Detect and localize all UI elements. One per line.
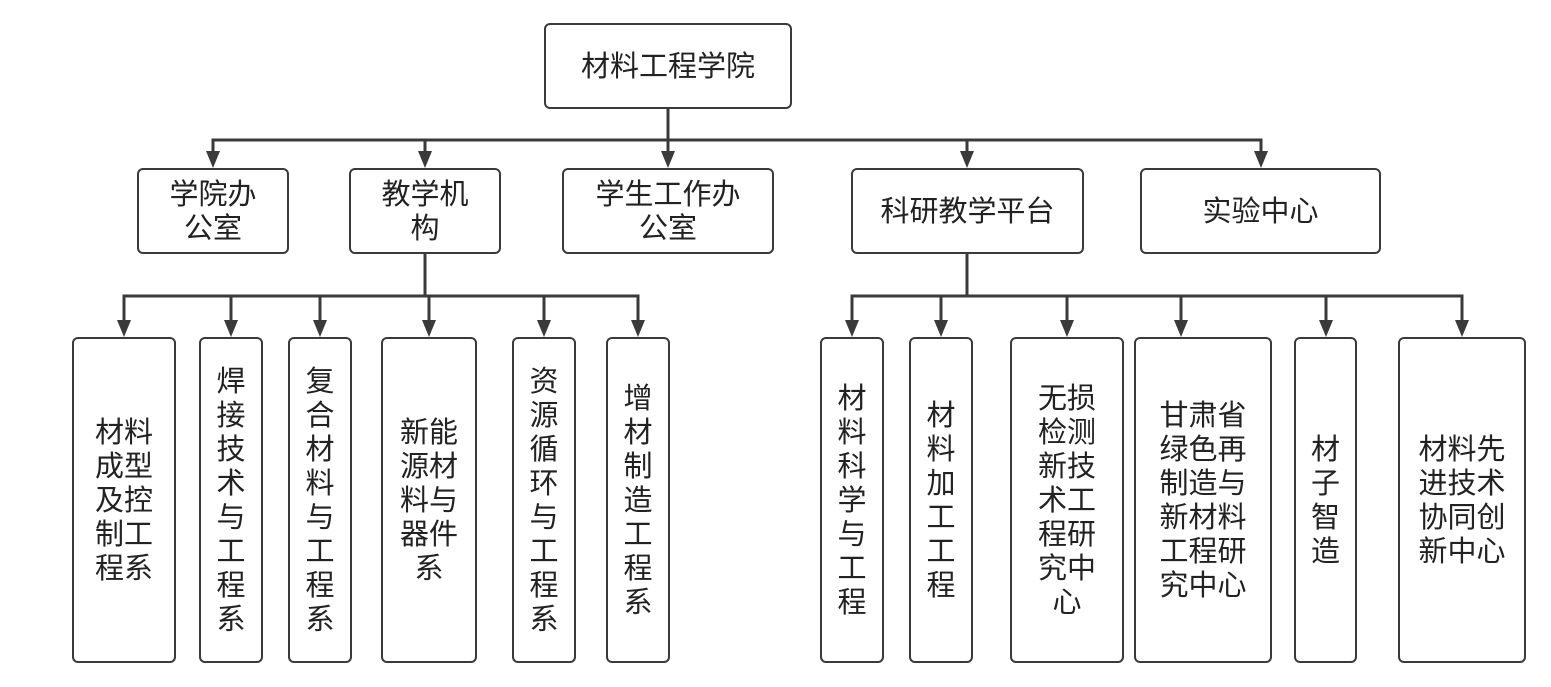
dept-forming-node-label: 材料 成型 及控 制工 程系: [94, 415, 153, 585]
lab-center-node: 实验中心: [1140, 168, 1381, 254]
platform-collaborative-innovation-node-label: 材料先 进技术 协同创 新中心: [1418, 432, 1506, 568]
dept-new-energy-node: 新能 源材 料与 器件 系: [381, 337, 477, 663]
root-node-label: 材料工程学院: [580, 49, 755, 83]
teaching-arrowhead: [631, 320, 645, 337]
root-arrowhead: [960, 151, 974, 168]
research-platform-node: 科研教学平台: [851, 168, 1084, 254]
teaching-node: 教学机 构: [349, 168, 501, 254]
dept-recycling-node: 资 源 循 环 与 工 程 系: [512, 337, 576, 663]
root-arrowhead: [206, 151, 220, 168]
root-arrowhead: [661, 151, 675, 168]
student-affairs-node: 学生工作办 公室: [562, 168, 774, 254]
platform-materials-processing-node-label: 材 料 加 工 工 程: [926, 398, 956, 602]
research-arrowhead: [845, 320, 859, 337]
research-arrowhead: [1319, 320, 1333, 337]
dept-new-energy-node-label: 新能 源材 料与 器件 系: [399, 415, 458, 585]
dept-recycling-node-label: 资 源 循 环 与 工 程 系: [529, 364, 559, 636]
teaching-arrowhead: [313, 320, 327, 337]
platform-gansu-remanufacturing-node: 甘肃省 绿色再 制造与 新材料 工程研 究中心: [1134, 337, 1272, 663]
office-node: 学院办 公室: [137, 168, 289, 254]
research-arrowhead: [1455, 320, 1469, 337]
teaching-arrowhead: [422, 320, 436, 337]
root-node: 材料工程学院: [544, 23, 792, 109]
research-arrowhead: [1060, 320, 1074, 337]
research-arrowhead: [1174, 320, 1188, 337]
research-arrowhead: [934, 320, 948, 337]
platform-ndt-node-label: 无损 检测 新技 术工 程研 究中 心: [1037, 381, 1096, 619]
teaching-arrowhead: [224, 320, 238, 337]
dept-additive-node: 增 材 制 造 工 程 系: [606, 337, 670, 663]
dept-additive-node-label: 增 材 制 造 工 程 系: [623, 381, 653, 619]
student-affairs-node-label: 学生工作办 公室: [595, 177, 741, 245]
dept-welding-node: 焊 接 技 术 与 工 程 系: [199, 337, 263, 663]
root-arrowhead: [418, 151, 432, 168]
platform-smart-manufacturing-node-label: 材 子 智 造: [1310, 432, 1340, 568]
teaching-arrowhead: [117, 320, 131, 337]
dept-composite-node: 复 合 材 料 与 工 程 系: [288, 337, 352, 663]
platform-materials-science-node: 材 料 科 学 与 工 程: [820, 337, 884, 663]
platform-materials-science-node-label: 材 料 科 学 与 工 程: [837, 381, 867, 619]
platform-gansu-remanufacturing-node-label: 甘肃省 绿色再 制造与 新材料 工程研 究中心: [1159, 398, 1247, 602]
dept-composite-node-label: 复 合 材 料 与 工 程 系: [305, 364, 335, 636]
office-node-label: 学院办 公室: [169, 177, 257, 245]
platform-materials-processing-node: 材 料 加 工 工 程: [909, 337, 973, 663]
research-platform-node-label: 科研教学平台: [880, 194, 1055, 228]
dept-forming-node: 材料 成型 及控 制工 程系: [72, 337, 176, 663]
platform-smart-manufacturing-node: 材 子 智 造: [1294, 337, 1357, 663]
teaching-arrowhead: [537, 320, 551, 337]
platform-collaborative-innovation-node: 材料先 进技术 协同创 新中心: [1398, 337, 1526, 663]
teaching-node-label: 教学机 构: [381, 177, 469, 245]
root-arrowhead: [1254, 151, 1268, 168]
platform-ndt-node: 无损 检测 新技 术工 程研 究中 心: [1010, 337, 1124, 663]
dept-welding-node-label: 焊 接 技 术 与 工 程 系: [216, 364, 246, 636]
lab-center-node-label: 实验中心: [1202, 194, 1319, 228]
